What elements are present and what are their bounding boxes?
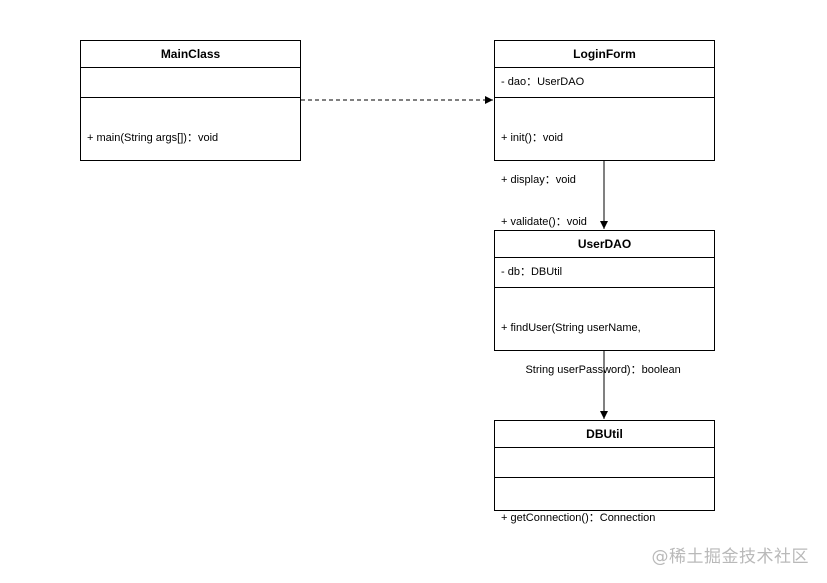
operation-main: + main(String args[])：void xyxy=(87,132,219,144)
operations-compartment-loginform: + init()：void + display：void + validate(… xyxy=(495,98,714,257)
class-name-mainclass: MainClass xyxy=(81,41,300,68)
operations-compartment-dbutil: + getConnection()：Connection xyxy=(495,478,714,553)
operation-finduser-line1: + findUser(String userName, xyxy=(501,322,641,334)
class-name-dbutil: DBUtil xyxy=(495,421,714,448)
attributes-compartment-mainclass xyxy=(81,68,300,98)
watermark: @稀土掘金技术社区 xyxy=(651,547,809,567)
class-box-loginform[interactable]: LoginForm - dao：UserDAO + init()：void + … xyxy=(494,40,715,228)
class-box-mainclass[interactable]: MainClass + main(String args[])：void xyxy=(80,40,301,161)
operation-finduser-line2: String userPassword)：boolean xyxy=(501,364,681,376)
operation-init: + init()：void xyxy=(501,132,564,144)
attributes-compartment-userdao: - db：DBUtil xyxy=(495,258,714,288)
operations-compartment-userdao: + findUser(String userName, String userP… xyxy=(495,288,714,405)
class-box-userdao[interactable]: UserDAO - db：DBUtil + findUser(String us… xyxy=(494,230,715,376)
attribute-dao: - dao：UserDAO xyxy=(501,76,585,88)
attribute-db: - db：DBUtil xyxy=(501,266,563,278)
class-name-userdao: UserDAO xyxy=(495,231,714,258)
operation-display: + display：void xyxy=(501,174,576,186)
operations-compartment-mainclass: + main(String args[])：void xyxy=(81,98,300,173)
class-box-dbutil[interactable]: DBUtil + getConnection()：Connection xyxy=(494,420,715,524)
attributes-compartment-loginform: - dao：UserDAO xyxy=(495,68,714,98)
class-name-loginform: LoginForm xyxy=(495,41,714,68)
attributes-compartment-dbutil xyxy=(495,448,714,478)
operation-getconnection: + getConnection()：Connection xyxy=(501,512,656,524)
operation-validate: + validate()：void xyxy=(501,216,587,228)
